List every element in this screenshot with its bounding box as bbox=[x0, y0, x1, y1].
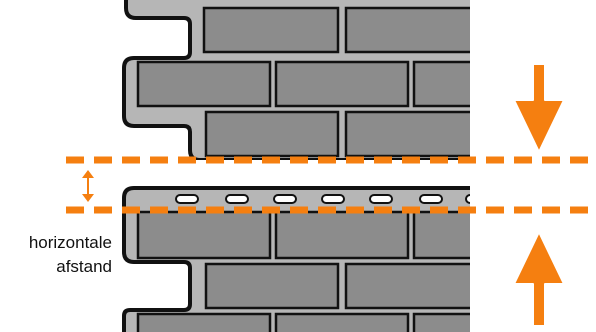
top-bricks bbox=[136, 6, 470, 158]
arrow-down-icon bbox=[513, 63, 565, 153]
nail-slots bbox=[175, 194, 470, 204]
spacing-label-line1: horizontale bbox=[28, 233, 112, 252]
bottom-bricks bbox=[136, 210, 470, 332]
top-siding-panel bbox=[122, 0, 470, 160]
double-arrow-vertical-icon bbox=[82, 170, 94, 202]
arrow-up-icon bbox=[513, 231, 565, 327]
spacing-label-line2: afstand bbox=[56, 257, 112, 276]
bottom-siding-panel bbox=[122, 186, 470, 332]
